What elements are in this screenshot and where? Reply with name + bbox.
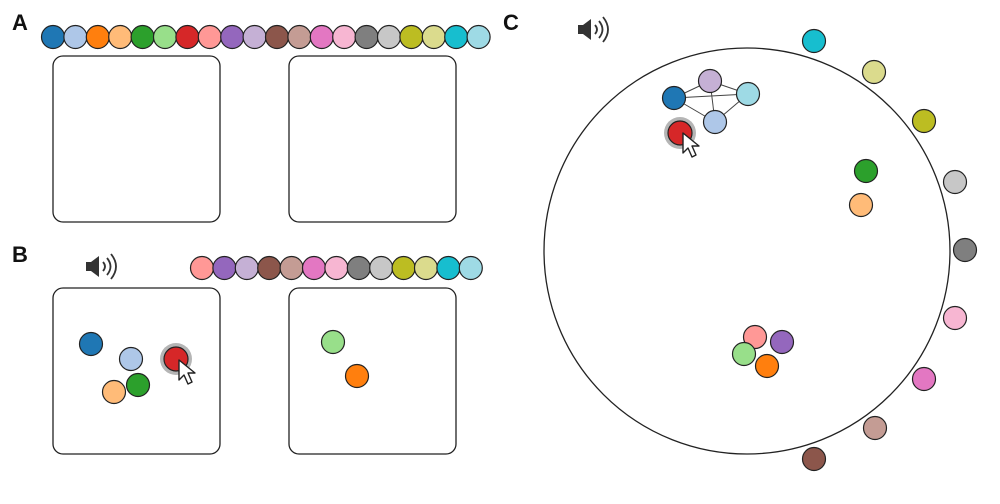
color-token-light-blue[interactable] <box>63 24 88 50</box>
color-token-pink[interactable] <box>301 255 327 281</box>
color-token-purple[interactable] <box>769 329 795 355</box>
color-token-light-blue[interactable] <box>118 346 144 372</box>
color-token-gray[interactable] <box>354 24 379 50</box>
cursor-arrow-icon <box>682 132 700 158</box>
color-token-light-cyan[interactable] <box>735 81 761 107</box>
color-token-light-pink[interactable] <box>332 24 357 50</box>
color-token-light-gray[interactable] <box>369 255 394 281</box>
color-token-orange[interactable] <box>344 363 370 389</box>
sort-box-right-b[interactable] <box>288 287 457 455</box>
color-token-light-orange[interactable] <box>848 192 874 218</box>
color-token-gray[interactable] <box>952 237 978 263</box>
color-token-olive[interactable] <box>399 24 424 50</box>
arena-circle[interactable] <box>543 47 951 455</box>
color-palette-row-a[interactable] <box>40 24 491 50</box>
color-token-green[interactable] <box>125 372 151 398</box>
color-token-light-orange[interactable] <box>101 379 127 405</box>
color-palette-row-b[interactable] <box>189 255 483 281</box>
color-token-light-cyan[interactable] <box>458 255 483 281</box>
color-token-light-brown[interactable] <box>862 415 888 441</box>
panel-a-label: A <box>12 10 28 35</box>
sort-box-left-b[interactable] <box>52 287 221 455</box>
color-token-light-gray[interactable] <box>376 24 402 50</box>
color-token-orange[interactable] <box>754 353 780 379</box>
color-token-brown[interactable] <box>264 24 290 50</box>
color-token-tab-blue[interactable] <box>78 331 104 357</box>
color-token-tab-blue[interactable] <box>661 85 687 111</box>
color-token-light-green[interactable] <box>320 329 346 355</box>
color-token-olive[interactable] <box>391 255 416 281</box>
color-token-brown[interactable] <box>257 255 282 281</box>
color-token-pink[interactable] <box>911 366 937 392</box>
panel-a: A <box>12 10 491 223</box>
panel-c-label: C <box>503 10 519 35</box>
color-token-tab-blue[interactable] <box>40 24 66 50</box>
color-token-light-brown[interactable] <box>287 24 312 50</box>
panel-b: B <box>12 242 483 455</box>
color-token-light-purple[interactable] <box>697 68 723 94</box>
color-token-orange[interactable] <box>85 24 110 50</box>
color-token-purple[interactable] <box>220 24 245 50</box>
panel-b-label: B <box>12 242 28 267</box>
color-token-light-green[interactable] <box>731 341 757 367</box>
color-token-purple[interactable] <box>212 255 237 281</box>
color-token-cyan[interactable] <box>436 255 461 281</box>
color-token-cyan[interactable] <box>444 24 469 50</box>
color-token-light-pink[interactable] <box>324 255 349 281</box>
color-token-red[interactable] <box>175 24 200 50</box>
color-token-light-olive[interactable] <box>421 24 446 50</box>
panel-c: C <box>503 10 978 472</box>
sorted-tokens-b[interactable] <box>78 329 370 405</box>
color-token-cyan[interactable] <box>801 28 827 54</box>
speaker-icon[interactable] <box>86 253 117 280</box>
color-token-light-cyan[interactable] <box>466 24 491 50</box>
color-token-light-purple[interactable] <box>242 24 267 50</box>
color-token-green[interactable] <box>130 24 155 50</box>
color-token-gray[interactable] <box>346 255 371 281</box>
color-token-olive[interactable] <box>911 108 937 134</box>
color-token-light-brown[interactable] <box>279 255 304 281</box>
color-token-light-red[interactable] <box>197 24 222 50</box>
sort-box-left-a[interactable] <box>52 55 221 223</box>
color-token-light-olive[interactable] <box>861 59 887 85</box>
color-token-light-purple[interactable] <box>234 255 259 281</box>
color-token-light-orange[interactable] <box>108 24 133 50</box>
color-token-brown[interactable] <box>801 446 827 472</box>
color-token-light-red[interactable] <box>189 255 215 281</box>
color-token-light-green[interactable] <box>152 24 178 50</box>
speaker-icon[interactable] <box>578 16 609 43</box>
color-token-green[interactable] <box>853 158 879 184</box>
cursor-arrow-icon <box>178 359 196 385</box>
color-token-light-pink[interactable] <box>942 305 968 331</box>
color-token-light-blue[interactable] <box>702 109 728 135</box>
color-token-light-red[interactable] <box>742 324 768 350</box>
sort-box-right-a[interactable] <box>288 55 457 223</box>
color-token-pink[interactable] <box>309 24 334 50</box>
color-token-light-gray[interactable] <box>942 169 968 195</box>
color-token-light-olive[interactable] <box>413 255 439 281</box>
